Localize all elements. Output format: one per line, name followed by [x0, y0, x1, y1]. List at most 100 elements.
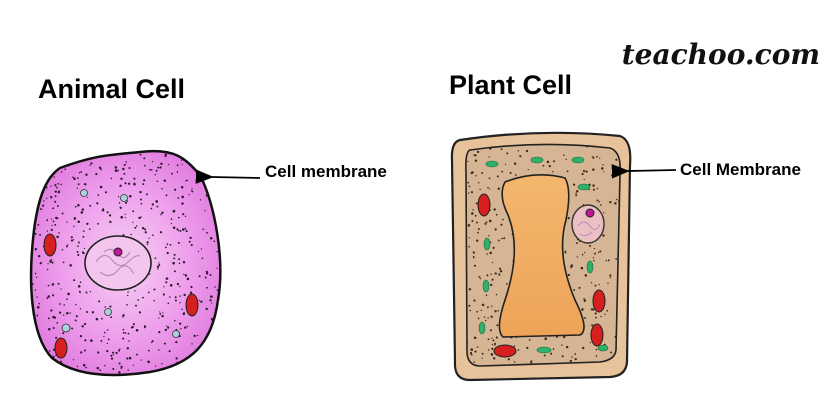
cytoplasm-granule [154, 257, 157, 260]
cytoplasm-granule [56, 204, 59, 207]
cytoplasm-granule [514, 174, 517, 176]
cytoplasm-granule [202, 228, 204, 230]
cytoplasm-granule [139, 198, 143, 201]
cytoplasm-granule [173, 270, 176, 273]
cytoplasm-granule [191, 190, 194, 193]
cytoplasm-granule [160, 162, 163, 166]
cytoplasm-granule [49, 260, 52, 263]
cytoplasm-granule [198, 352, 201, 355]
plant-cell-membrane-label: Cell Membrane [680, 160, 801, 179]
cytoplasm-granule [571, 356, 573, 358]
cytoplasm-granule [604, 313, 606, 315]
cytoplasm-granule [169, 284, 173, 287]
cytoplasm-granule [124, 182, 127, 185]
cytoplasm-granule [185, 230, 188, 233]
cytoplasm-granule [148, 349, 150, 352]
cytoplasm-granule [206, 286, 208, 289]
cytoplasm-granule [135, 353, 138, 356]
plant-vacuole [498, 174, 585, 338]
cytoplasm-granule [610, 174, 613, 177]
cytoplasm-granule [172, 261, 175, 265]
cytoplasm-granule [57, 282, 60, 285]
cytoplasm-granule [87, 196, 89, 198]
cytoplasm-granule [101, 317, 103, 320]
cytoplasm-granule [104, 331, 106, 334]
cytoplasm-granule [159, 166, 162, 169]
cytoplasm-granule [33, 183, 36, 186]
cytoplasm-granule [565, 345, 569, 349]
cytoplasm-granule [204, 173, 207, 175]
cytoplasm-granule [223, 156, 225, 158]
cytoplasm-granule [117, 377, 118, 378]
cytoplasm-granule [189, 291, 193, 294]
cytoplasm-granule [100, 168, 102, 171]
cytoplasm-granule [490, 273, 492, 275]
cytoplasm-granule [517, 150, 520, 152]
cytoplasm-granule [218, 346, 220, 348]
cytoplasm-granule [101, 209, 105, 212]
cytoplasm-granule [202, 367, 204, 369]
cytoplasm-granule [209, 299, 212, 302]
cytoplasm-granule [135, 329, 139, 332]
cytoplasm-granule [218, 354, 220, 357]
cytoplasm-granule [126, 347, 129, 350]
cytoplasm-granule [54, 200, 57, 203]
cytoplasm-granule [34, 232, 37, 235]
cytoplasm-granule [222, 259, 225, 262]
cytoplasm-granule [47, 370, 50, 373]
cytoplasm-granule [213, 202, 216, 205]
cytoplasm-granule [162, 293, 165, 296]
cytoplasm-granule [491, 278, 494, 281]
cytoplasm-granule [127, 291, 129, 293]
plant-mitochondrion [590, 323, 604, 347]
cytoplasm-granule [144, 164, 146, 167]
cytoplasm-granule [552, 348, 555, 350]
cytoplasm-granule [56, 322, 59, 324]
cytoplasm-granule [602, 234, 605, 237]
cytoplasm-granule [76, 365, 79, 368]
cytoplasm-granule [127, 332, 130, 335]
cytoplasm-granule [186, 179, 188, 182]
cytoplasm-granule [581, 172, 584, 176]
cytoplasm-granule [186, 325, 189, 328]
cytoplasm-granule [81, 251, 85, 254]
cytoplasm-granule [486, 306, 489, 309]
cytoplasm-granule [176, 171, 179, 173]
cytoplasm-granule [120, 215, 123, 219]
plant-chromatin [577, 221, 601, 237]
cytoplasm-granule [204, 210, 206, 212]
cytoplasm-granule [480, 309, 482, 311]
cytoplasm-granule [591, 324, 594, 327]
cytoplasm-granule [198, 299, 201, 302]
cytoplasm-granule [37, 306, 40, 309]
cytoplasm-granule [145, 193, 148, 196]
cytoplasm-granule [468, 304, 471, 307]
cytoplasm-granule [481, 303, 485, 307]
cytoplasm-granule [181, 308, 183, 311]
animal-vesicle [120, 194, 128, 202]
cytoplasm-granule [195, 156, 197, 158]
cytoplasm-granule [146, 241, 149, 244]
cytoplasm-granule [51, 261, 54, 264]
cytoplasm-granule [599, 204, 602, 206]
cytoplasm-granule [159, 311, 161, 313]
cytoplasm-granule [165, 277, 168, 280]
cytoplasm-granule [472, 251, 475, 254]
cytoplasm-granule [161, 363, 163, 365]
cytoplasm-granule [563, 154, 565, 157]
cytoplasm-granule [44, 362, 47, 364]
cytoplasm-granule [76, 250, 79, 253]
cytoplasm-granule [143, 326, 146, 329]
cytoplasm-granule [593, 247, 596, 250]
cytoplasm-granule [615, 198, 618, 201]
cytoplasm-granule [500, 223, 503, 226]
cytoplasm-granule [578, 286, 581, 289]
cytoplasm-granule [172, 226, 176, 229]
animal-cell [29, 149, 225, 378]
cytoplasm-granule [118, 202, 121, 204]
cytoplasm-granule [476, 239, 479, 242]
cytoplasm-granule [183, 293, 186, 297]
cytoplasm-granule [575, 194, 578, 197]
cytoplasm-granule [565, 158, 567, 160]
